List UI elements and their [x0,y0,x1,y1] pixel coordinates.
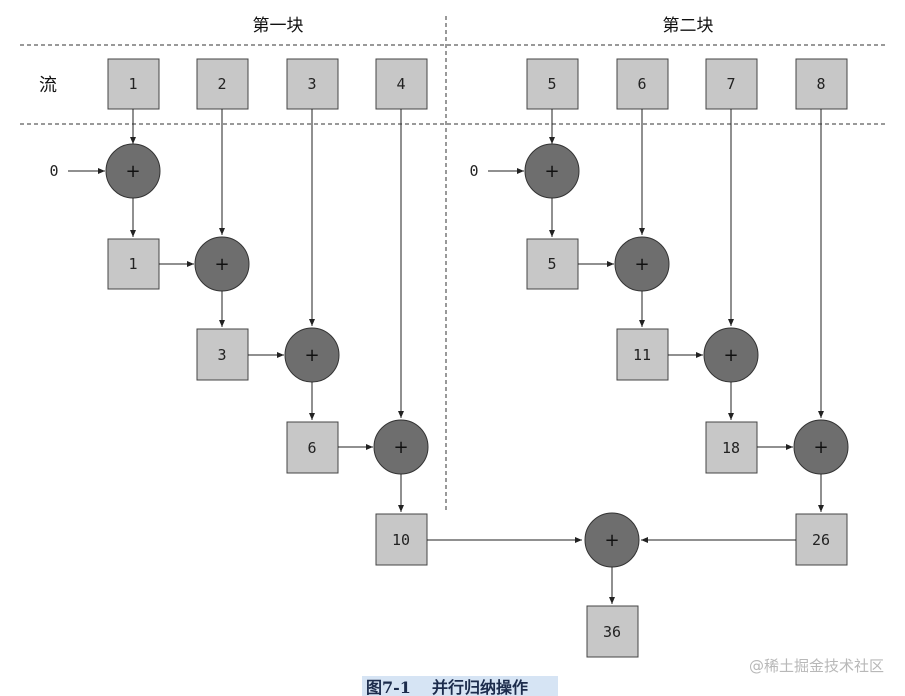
block2-result-box [795,513,848,566]
plus-symbol: + [813,437,828,458]
block2-header: 第二块 [663,16,714,36]
stream-label: 流 [39,75,57,96]
partial-value-b2-1: 5 [547,255,556,273]
stream-box-3 [286,58,339,110]
stream-value-8: 8 [816,75,825,93]
partial-value-b1-3: 6 [307,439,316,457]
block1-initial-value: 0 [49,162,58,180]
total-value: 36 [603,623,621,641]
partial-box-b2-1 [526,238,579,290]
partial-box-b2-2 [616,328,669,381]
block1-result-value: 10 [392,531,410,549]
plus-symbol: + [393,437,408,458]
stream-value-7: 7 [726,75,735,93]
partial-box-b1-3 [286,421,339,474]
plus-symbol: + [304,345,319,366]
plus-symbol: + [604,530,619,551]
stream-value-6: 6 [637,75,646,93]
plus-symbol: + [723,345,738,366]
stream-value-1: 1 [128,75,137,93]
stream-box-5 [526,58,579,110]
plus-symbol: + [125,161,140,182]
partial-box-b2-3 [705,421,758,474]
total-box [586,605,639,658]
stream-box-1 [107,58,160,110]
stream-value-3: 3 [307,75,316,93]
stream-box-6 [616,58,669,110]
watermark: @稀土掘金技术社区 [749,657,884,675]
plus-symbol: + [634,254,649,275]
plus-symbol: + [214,254,229,275]
caption-title: 并行归纳操作 [432,678,528,696]
partial-value-b1-1: 1 [128,255,137,273]
block1-header: 第一块 [253,16,304,36]
stream-value-2: 2 [217,75,226,93]
stream-box-8 [795,58,848,110]
stream-box-7 [705,58,758,110]
caption-figure-number: 图7-1 [366,678,411,696]
partial-value-b2-3: 18 [722,439,740,457]
stream-value-5: 5 [547,75,556,93]
plus-symbol: + [544,161,559,182]
block2-result-value: 26 [812,531,830,549]
caption-highlight [362,676,558,696]
partial-value-b1-2: 3 [217,346,226,364]
partial-value-b2-2: 11 [633,346,651,364]
stream-box-4 [375,58,428,110]
stream-value-4: 4 [396,75,405,93]
block2-initial-value: 0 [469,162,478,180]
